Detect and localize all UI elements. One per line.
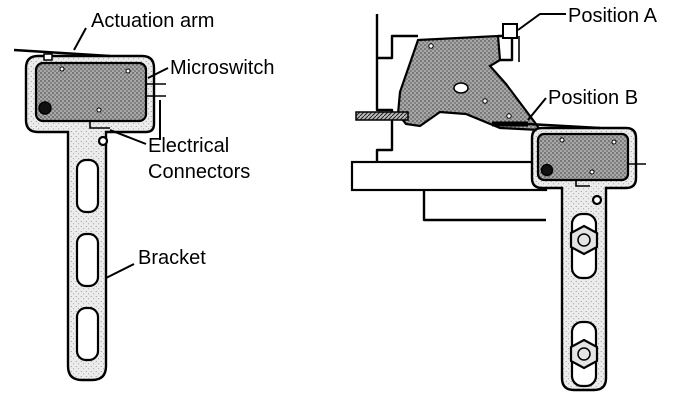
hex-bolt — [569, 224, 599, 256]
rivet — [59, 66, 65, 72]
frame-outline — [375, 58, 394, 162]
rivet — [96, 107, 102, 113]
base-support — [422, 190, 546, 222]
leader-bracket — [105, 263, 135, 279]
hex-bolt-center — [577, 347, 591, 361]
label-position-a: Position A — [568, 5, 658, 27]
actuation-arm — [13, 48, 111, 58]
leader-actuation-arm — [73, 27, 87, 51]
bracket-slot — [75, 306, 100, 362]
bracket-slot — [75, 232, 100, 288]
label-microswitch: Microswitch — [170, 57, 274, 79]
label-connectors: Connectors — [148, 161, 250, 183]
right-connector — [575, 180, 590, 187]
base-plate — [350, 160, 548, 192]
right-mounting-screw — [540, 163, 554, 177]
leader-microswitch — [147, 67, 169, 79]
label-electrical: Electrical — [148, 135, 229, 157]
right-bracket-hole — [591, 194, 603, 206]
right-actuation-arm-tip — [527, 122, 601, 130]
leader-position-b — [527, 97, 547, 121]
electrical-connector — [89, 121, 110, 129]
right-microswitch-body — [536, 132, 630, 182]
cam-rivet — [482, 98, 488, 104]
cam-rivet — [506, 113, 512, 119]
label-actuation-arm: Actuation arm — [91, 10, 214, 32]
right-assembly: Position A Position B — [350, 5, 658, 392]
position-a-tab — [502, 23, 518, 39]
bracket-hole — [97, 135, 109, 147]
leader-position-a — [517, 13, 566, 31]
cam-rivet — [428, 43, 434, 49]
label-position-b: Position B — [548, 87, 638, 109]
frame-outline — [375, 14, 418, 60]
right-rivet — [589, 169, 595, 175]
right-rivet — [611, 139, 617, 145]
actuator-button — [43, 53, 53, 61]
hatched-rod — [355, 111, 409, 121]
bracket-slot — [75, 158, 100, 214]
left-assembly: Actuation arm Microswitch Electrical Con… — [13, 10, 274, 382]
right-rivet — [559, 137, 565, 143]
leader-connectors — [109, 129, 147, 145]
microswitch-body — [34, 61, 148, 123]
bracket-body — [24, 54, 156, 382]
mounting-screw — [38, 101, 52, 115]
rivet — [125, 68, 131, 74]
hex-bolt-center — [577, 233, 591, 247]
hex-bolt — [569, 338, 599, 370]
label-bracket: Bracket — [138, 247, 206, 269]
cam-slot — [453, 82, 469, 94]
